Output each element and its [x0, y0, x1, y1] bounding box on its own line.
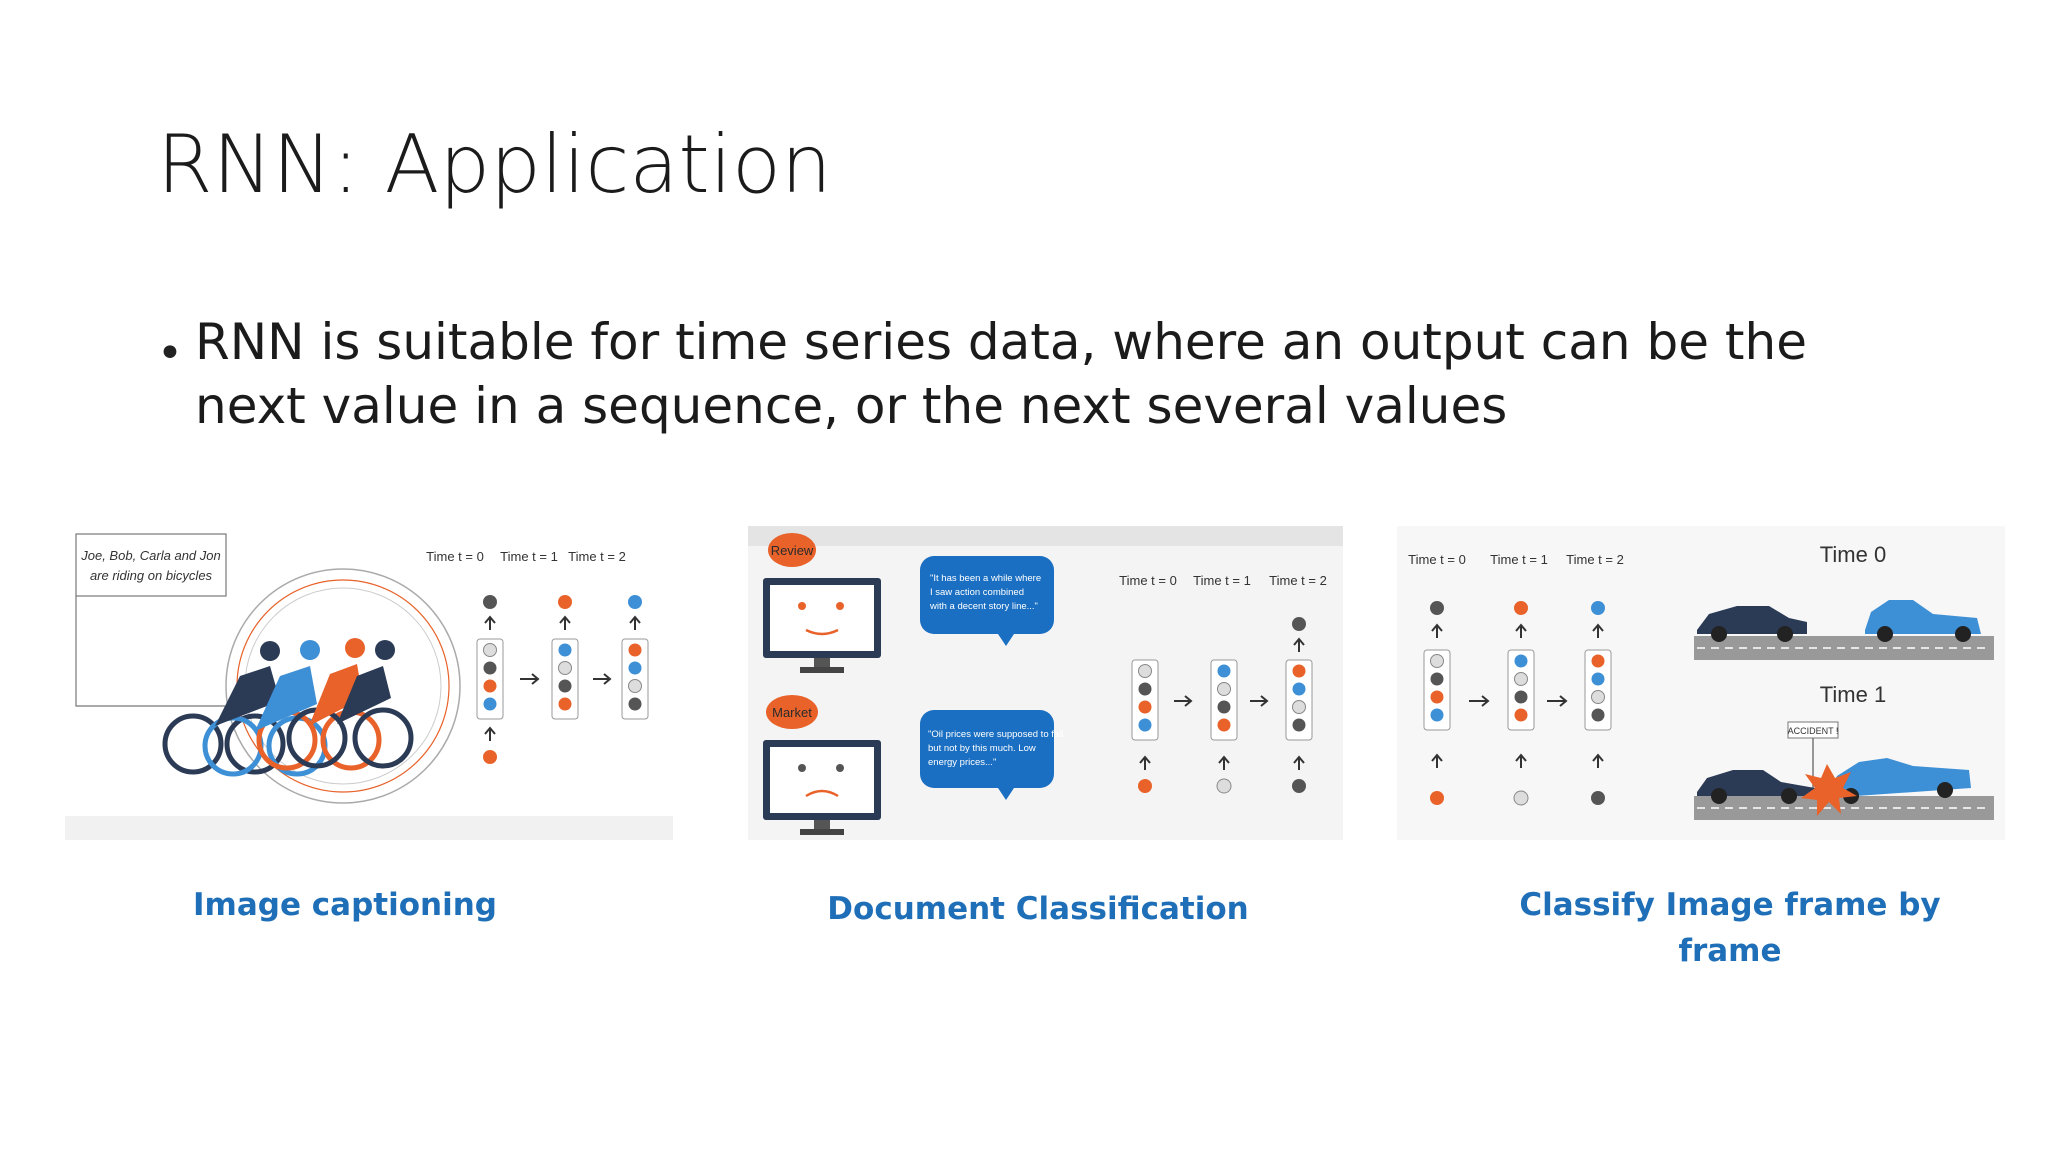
time-label-0: Time t = 0 [426, 549, 484, 564]
frame-label-time-0: Time 0 [1820, 542, 1886, 567]
market-quote-line-2: but not by this much. Low [928, 743, 1036, 754]
caption-image-captioning: Image captioning [193, 887, 497, 923]
time-label-2: Time t = 2 [1566, 552, 1624, 567]
caption-classify-image-frame: Classify Image frame by frame [1519, 887, 1941, 969]
time-label-1: Time t = 1 [1490, 552, 1548, 567]
review-quote-line-2: I saw action combined [930, 587, 1024, 598]
time-label-1: Time t = 1 [500, 549, 558, 564]
document-classification-figure: Review Market "It has been a while where… [748, 526, 1343, 840]
image-captioning-illustration: Joe, Bob, Carla and Jon are riding on bi… [65, 526, 673, 840]
review-quote-line-3: with a decent story line..." [929, 601, 1038, 612]
review-quote-line-1: "It has been a while where [930, 573, 1041, 584]
time-label-0: Time t = 0 [1119, 573, 1177, 588]
blue-car-icon [1865, 600, 1981, 642]
market-quote-line-3: energy prices..." [928, 757, 996, 768]
crashed-navy-car-icon [1697, 770, 1815, 804]
caption-box [75, 533, 227, 597]
frame-classification-illustration: Time t = 0 Time t = 1 Time t = 2 [1397, 526, 2005, 840]
caption-box-line-2: are riding on bicycles [90, 568, 213, 583]
caption-box-line-1: Joe, Bob, Carla and Jon [80, 548, 220, 563]
time-label-2: Time t = 2 [1269, 573, 1327, 588]
collision-burst-icon [1801, 764, 1857, 816]
market-badge: Market [772, 705, 812, 720]
bullet-point-icon: • [157, 328, 183, 379]
slide-title: RNN: Application [157, 118, 832, 211]
bullet-text: RNN is suitable for time series data, wh… [195, 313, 1807, 435]
time-label-0: Time t = 0 [1408, 552, 1466, 567]
image-captioning-figure: Joe, Bob, Carla and Jon are riding on bi… [65, 526, 673, 840]
review-badge: Review [771, 543, 814, 558]
navy-car-icon [1697, 606, 1807, 642]
frame-classification-figure: Time t = 0 Time t = 1 Time t = 2 [1397, 526, 2005, 840]
document-classification-illustration: Review Market "It has been a while where… [748, 526, 1343, 840]
time-label-2: Time t = 2 [568, 549, 626, 564]
frame-label-time-1: Time 1 [1820, 682, 1886, 707]
caption-document-classification: Document Classification [827, 891, 1249, 927]
market-quote-line-1: "Oil prices were supposed to fall [928, 729, 1063, 740]
cyclists-illustration [162, 638, 414, 777]
time-label-1: Time t = 1 [1193, 573, 1251, 588]
accident-sign: ACCIDENT ! [1788, 726, 1839, 736]
